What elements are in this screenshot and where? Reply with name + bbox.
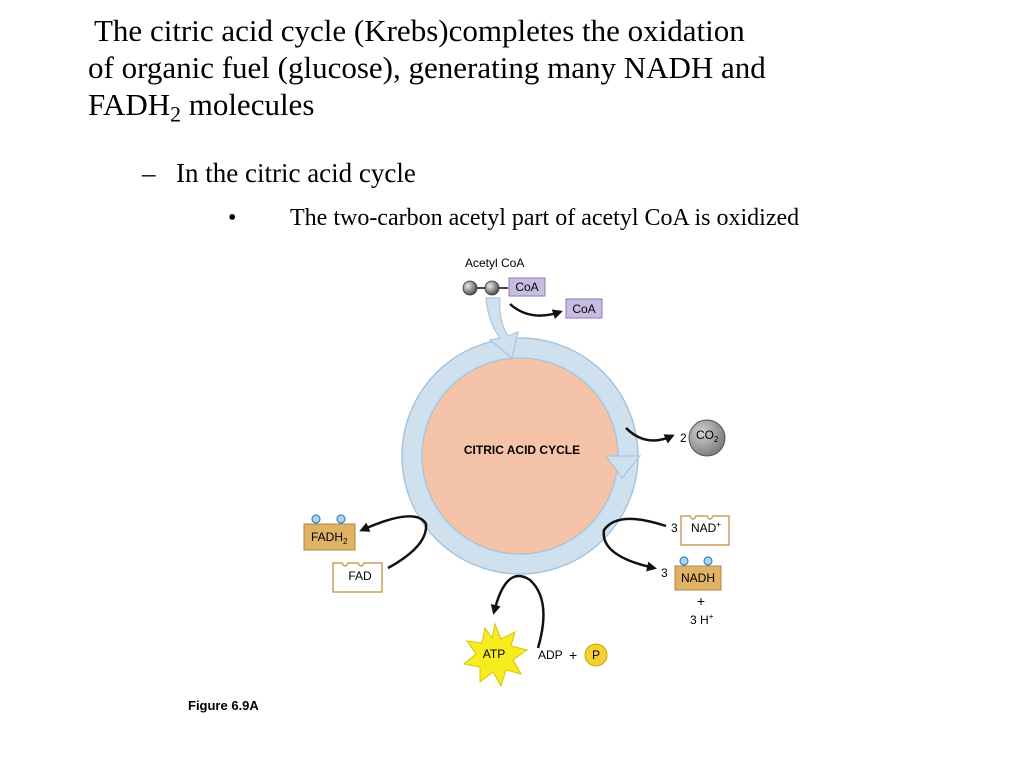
cycle-label: CITRIC ACID CYCLE (464, 443, 580, 457)
bullet-1-text: In the citric acid cycle (176, 158, 416, 188)
carbon-ball-2 (484, 280, 500, 296)
ring-arrowhead (604, 455, 642, 479)
coa-released-box (565, 298, 603, 319)
fadh2-arrow (359, 515, 428, 570)
nad-box (680, 515, 730, 546)
bullet-level-1: –In the citric acid cycle (142, 158, 416, 189)
phosphate-circle (584, 643, 608, 667)
coa-released-label: CoA (572, 302, 595, 316)
co2-arrow (625, 427, 675, 444)
nadh-count: 3 (661, 566, 668, 580)
co2-count: 2 (680, 431, 687, 445)
fadh2-box (303, 523, 356, 551)
bullet-dot: • (228, 205, 237, 231)
fadh2-electron-1 (311, 514, 321, 524)
main-line-2: of organic fuel (glucose), generating ma… (88, 50, 766, 85)
entry-ring-arrow (485, 297, 519, 360)
bullet-dash: – (142, 158, 156, 188)
coa-attached-box (508, 277, 546, 297)
bullet-2-text: The two-carbon acetyl part of acetyl CoA… (290, 205, 800, 231)
bullet-level-2: • The two-carbon acetyl part of acetyl Co… (228, 205, 799, 232)
nadh-label: NADH (681, 571, 715, 585)
nadh-electron-2 (703, 556, 713, 566)
coa-release-arrow (509, 303, 563, 319)
h-label: 3 H+ (690, 612, 714, 627)
carbon-ball-1 (462, 280, 478, 296)
fadh2-label: FADH2 (311, 530, 348, 546)
adp-label: ADP (538, 648, 563, 662)
fad-box (332, 562, 383, 593)
co2-label: CO2 (696, 428, 719, 444)
nad-label: NAD+ (691, 520, 721, 535)
nadh-electron-1 (679, 556, 689, 566)
atp-burst (462, 622, 529, 688)
figure-label: Figure 6.9A (188, 698, 259, 713)
molecules-text: molecules (180, 87, 315, 122)
atp-arrow (490, 574, 545, 649)
main-line-3: FADH2 molecules (88, 86, 948, 134)
fadh2-subscript: 2 (170, 102, 181, 127)
adp-plus: + (569, 647, 577, 663)
fadh2-electron-2 (336, 514, 346, 524)
atp-label: ATP (483, 647, 505, 661)
fadh2-text: FADH (88, 87, 171, 122)
plus-sign: + (697, 593, 705, 609)
main-paragraph: The citric acid cycle (Krebs)completes t… (88, 12, 948, 134)
main-line-1: The citric acid cycle (Krebs)completes t… (94, 13, 745, 48)
coa-attached-label: CoA (515, 280, 538, 294)
phosphate-label: P (592, 648, 600, 662)
co2-molecule (688, 419, 726, 457)
nad-count: 3 (671, 521, 678, 535)
fad-label: FAD (348, 569, 372, 583)
acetyl-coa-label: Acetyl CoA (465, 256, 524, 270)
nadh-arrow (602, 517, 667, 572)
nadh-box (674, 565, 722, 591)
